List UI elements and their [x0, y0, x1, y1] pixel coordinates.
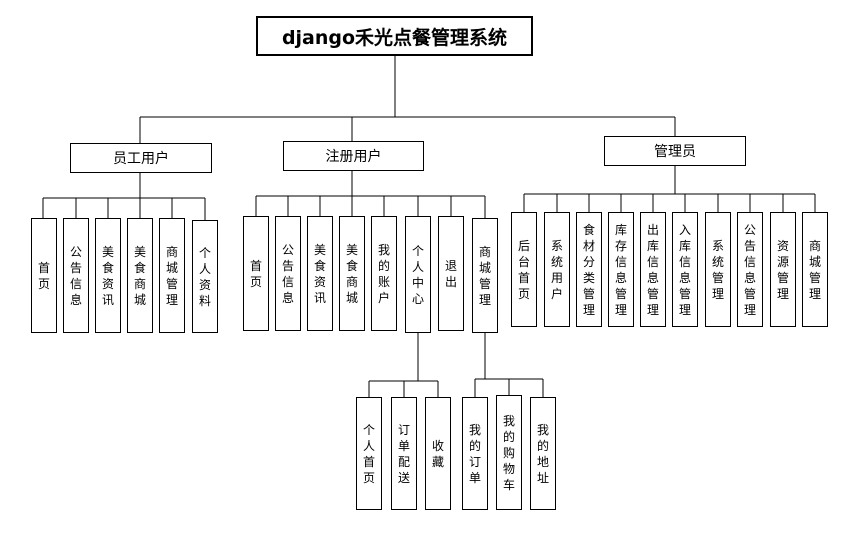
admin-node-mall-management: 商城管理	[802, 212, 828, 327]
admin-node-inbound-info: 入库信息管理	[672, 212, 698, 327]
node-label: 美食商城	[346, 242, 359, 305]
personal-center-node-favorites: 收藏	[425, 397, 451, 510]
user-node-food-mall: 美食商城	[339, 216, 365, 331]
staff-node-mall-management: 商城管理	[159, 218, 185, 333]
node-label: 商城管理	[479, 244, 492, 307]
personal-center-node-home: 个人首页	[356, 397, 382, 510]
admin-node-announcement-management: 公告信息管理	[737, 212, 763, 327]
user-node-home: 首页	[243, 216, 269, 331]
node-label: 首页	[250, 258, 263, 289]
admin-node-system-users: 系统用户	[544, 212, 570, 327]
user-node-logout: 退出	[438, 216, 464, 331]
node-label: 系统管理	[712, 238, 725, 301]
node-label: 公告信息	[70, 244, 83, 307]
node-label: 商城管理	[809, 238, 822, 301]
node-label: 美食资讯	[102, 244, 115, 307]
node-label: 系统用户	[551, 238, 564, 301]
node-label: 食材分类管理	[583, 222, 596, 317]
staff-node-profile: 个人资料	[192, 220, 218, 333]
admin-node-resource-management: 资源管理	[770, 212, 796, 327]
node-label: 我的地址	[537, 422, 550, 485]
node-label: 美食资讯	[314, 242, 327, 305]
node-label: 公告信息管理	[744, 222, 757, 317]
node-label: 订单配送	[398, 422, 411, 485]
admin-node-inventory-info: 库存信息管理	[608, 212, 634, 327]
node-label: 美食商城	[134, 244, 147, 307]
node-label: 我的购物车	[503, 413, 516, 492]
group-staff-user: 员工用户	[70, 143, 212, 173]
user-node-mall-management: 商城管理	[472, 218, 498, 333]
node-label: 资源管理	[777, 238, 790, 301]
mall-node-my-orders: 我的订单	[462, 397, 488, 510]
node-label: 个人首页	[363, 422, 376, 485]
node-label: 库存信息管理	[615, 222, 628, 317]
node-label: 出库信息管理	[647, 222, 660, 317]
staff-node-announcements: 公告信息	[63, 218, 89, 333]
admin-node-backend-home: 后台首页	[511, 212, 537, 327]
mall-node-my-cart: 我的购物车	[496, 395, 522, 510]
node-label: 退出	[445, 258, 458, 289]
node-label: 首页	[38, 260, 51, 291]
user-node-my-account: 我的账户	[371, 216, 397, 331]
node-label: 我的账户	[378, 242, 391, 305]
group-registered-user: 注册用户	[283, 141, 424, 171]
node-label: 后台首页	[518, 238, 531, 301]
mall-node-my-address: 我的地址	[530, 397, 556, 510]
node-label: 商城管理	[166, 244, 179, 307]
admin-node-ingredient-category: 食材分类管理	[576, 212, 602, 327]
user-node-food-news: 美食资讯	[307, 216, 333, 331]
node-label: 入库信息管理	[679, 222, 692, 317]
node-label: 个人资料	[199, 245, 212, 308]
admin-node-outbound-info: 出库信息管理	[640, 212, 666, 327]
user-node-personal-center: 个人中心	[405, 216, 431, 333]
node-label: 我的订单	[469, 422, 482, 485]
staff-node-food-news: 美食资讯	[95, 218, 121, 333]
admin-node-system-management: 系统管理	[705, 212, 731, 327]
node-label: 个人中心	[412, 243, 425, 306]
personal-center-node-delivery: 订单配送	[391, 397, 417, 510]
node-label: 收藏	[432, 438, 445, 469]
node-label: 公告信息	[282, 242, 295, 305]
group-admin: 管理员	[604, 136, 746, 166]
user-node-announcements: 公告信息	[275, 216, 301, 331]
diagram-title: django禾光点餐管理系统	[256, 16, 533, 56]
staff-node-food-mall: 美食商城	[127, 218, 153, 333]
staff-node-home: 首页	[31, 218, 57, 333]
